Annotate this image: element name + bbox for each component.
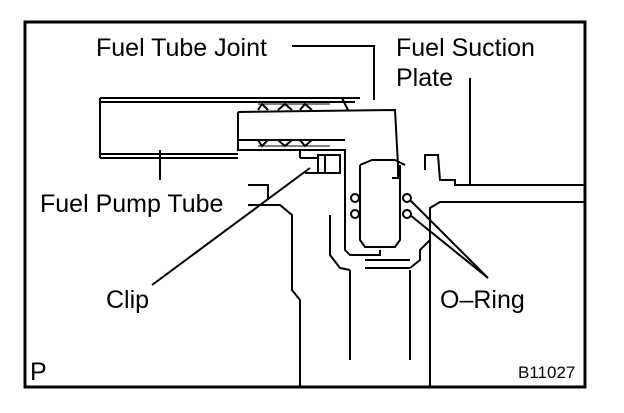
label-fuel-tube-joint: Fuel Tube Joint (96, 34, 267, 62)
label-fuel-suction-plate-line2: Plate (396, 64, 453, 92)
label-fuel-suction-plate-line1: Fuel Suction (396, 34, 535, 62)
leader-o-ring-lower (409, 214, 489, 279)
fuel-tube-joint-shape (237, 97, 399, 179)
fuel-pump-tube-shape (99, 97, 360, 159)
leader-clip (151, 167, 311, 286)
clip-shape (300, 154, 341, 174)
corner-letter: P (30, 358, 47, 386)
o-ring-shapes (350, 193, 412, 219)
label-o-ring: O–Ring (440, 286, 525, 314)
leader-fuel-tube-joint (292, 45, 375, 100)
figure-code: B11027 (518, 363, 575, 382)
diagram-frame (23, 20, 587, 389)
label-clip: Clip (106, 286, 149, 314)
leader-o-ring-upper (409, 199, 489, 279)
fuel-suction-plate-shape (248, 154, 585, 387)
label-fuel-pump-tube: Fuel Pump Tube (40, 190, 223, 218)
